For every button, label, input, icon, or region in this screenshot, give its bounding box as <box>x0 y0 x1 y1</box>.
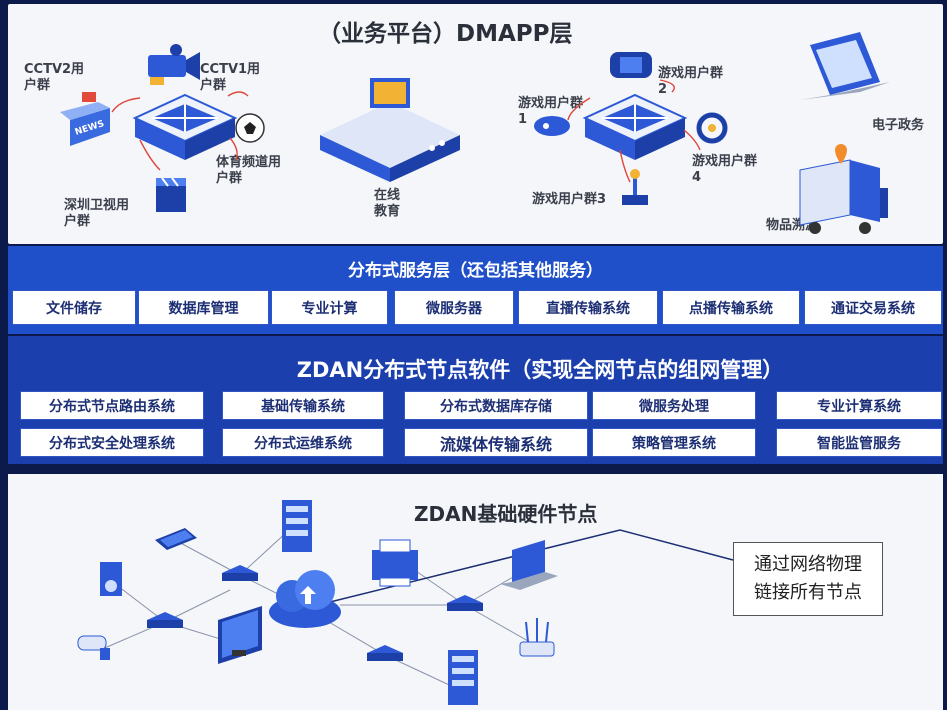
hub-left-icon <box>132 93 238 160</box>
speaker-icon <box>100 562 122 596</box>
server-rack-icon <box>282 500 478 705</box>
hardware-layer-title: ZDAN基础硬件节点 <box>414 502 598 526</box>
security-camera-icon <box>77 635 110 660</box>
group-game2-label: 游戏用户群2 <box>658 66 724 97</box>
software-microservice: 微服务处理 <box>592 391 756 420</box>
hub-right-icon <box>582 93 688 160</box>
smartphone-icon <box>155 528 197 550</box>
delivery-truck-icon <box>799 144 888 234</box>
software-ops: 分布式运维系统 <box>222 428 384 457</box>
steering-wheel-icon <box>696 112 728 144</box>
software-policy: 策略管理系统 <box>592 428 756 457</box>
group-sport-label: 体育频道用户群 <box>216 155 282 186</box>
callout-line-1: 通过网络物理 <box>754 554 862 575</box>
service-live-transfer: 直播传输系统 <box>518 290 658 325</box>
video-camera-icon <box>148 44 200 85</box>
group-cctv1-label: CCTV1用户群 <box>200 62 261 93</box>
group-cctv2-label: CCTV2用户群 <box>24 62 85 93</box>
software-layer-title: ZDAN分布式节点软件（实现全网节点的组网管理） <box>296 358 784 382</box>
service-pro-compute: 专业计算 <box>271 290 388 325</box>
service-database-mgmt: 数据库管理 <box>138 290 269 325</box>
software-monitoring: 智能监管服务 <box>776 428 942 457</box>
service-token-trading: 通证交易系统 <box>804 290 942 325</box>
software-db-storage: 分布式数据库存储 <box>404 391 588 420</box>
small-laptop-icon <box>500 540 558 590</box>
clapperboard-icon <box>156 177 186 212</box>
service-layer-title: 分布式服务层（还包括其他服务） <box>348 261 603 281</box>
hardware-node-icon <box>147 565 483 661</box>
service-micro-server: 微服务器 <box>394 290 514 325</box>
printer-icon <box>372 539 418 587</box>
group-game3-label: 游戏用户群3 <box>532 192 607 207</box>
software-pro-compute: 专业计算系统 <box>776 391 942 420</box>
software-security: 分布式安全处理系统 <box>20 428 204 457</box>
hub-right-arrows <box>567 79 701 183</box>
service-vod-transfer: 点播传输系统 <box>662 290 800 325</box>
callout-pointer <box>329 529 734 603</box>
software-base-transfer: 基础传输系统 <box>222 391 384 420</box>
soccer-ball-icon <box>235 113 265 143</box>
callout-box: 通过网络物理 链接所有节点 <box>733 542 883 616</box>
monitor-icon <box>218 606 262 664</box>
group-game1-label: 游戏用户群1 <box>518 96 584 127</box>
news-icon: NEWS <box>60 92 110 146</box>
software-node-routing: 分布式节点路由系统 <box>20 391 204 420</box>
joystick-icon <box>622 169 648 205</box>
hub-left-arrows <box>111 91 249 171</box>
software-streaming: 流媒体传输系统 <box>404 428 588 457</box>
game-console-icon <box>610 52 652 78</box>
group-game4-label: 游戏用户群4 <box>692 154 758 185</box>
service-file-storage: 文件储存 <box>12 290 136 325</box>
online-education-icon <box>320 78 460 182</box>
game-controller-icon <box>534 116 570 136</box>
router-icon <box>519 618 555 657</box>
laptop-icon <box>800 32 890 100</box>
dmapp-title: （业务平台）DMAPP层 <box>318 21 573 47</box>
callout-line-2: 链接所有节点 <box>754 582 862 603</box>
group-shenzhen-label: 深圳卫视用户群 <box>64 198 130 229</box>
cloud-icon <box>269 570 341 628</box>
egov-label: 电子政务 <box>872 118 925 133</box>
online-edu-label: 在线教育 <box>374 188 401 219</box>
